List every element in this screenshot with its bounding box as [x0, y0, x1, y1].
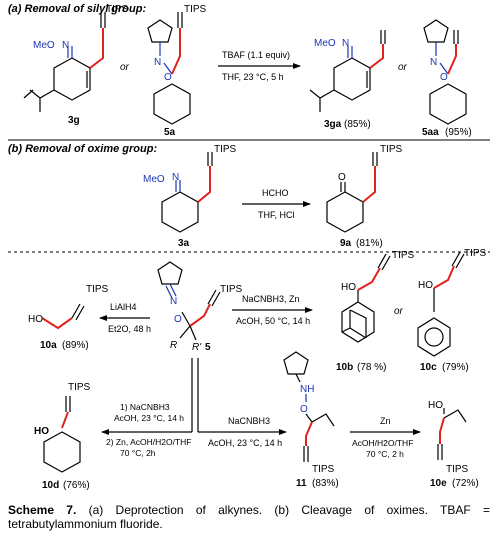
ho-label-10a: HO [28, 314, 43, 325]
or-label-a1: or [120, 62, 130, 73]
reagent-b: HCHO [262, 188, 289, 198]
yield-9a: (81%) [356, 238, 383, 249]
o-label-5a: O [164, 72, 172, 83]
n-label-3ga: N [342, 38, 349, 49]
tips-label-10a: TIPS [86, 284, 109, 295]
tips-label-3g: TIPS [106, 4, 129, 15]
tips-label-10b: TIPS [392, 250, 415, 261]
ho-label-10c: HO [418, 280, 433, 291]
n-label-3g: N [62, 40, 69, 51]
tips-label-11: TIPS [312, 464, 335, 475]
tips-label-10d: TIPS [68, 382, 91, 393]
compound-label-3a: 3a [178, 238, 190, 249]
compound-10b [341, 253, 391, 343]
compound-label-5aa: 5aa [422, 127, 439, 138]
compound-label-10b: 10b [336, 362, 353, 373]
conditions-zn-2: 70 °C, 2 h [366, 449, 404, 459]
reagent-lialh4: LiAlH4 [110, 302, 137, 312]
conditions-nacnbh3: AcOH, 23 °C, 14 h [208, 438, 282, 448]
n-label-3a: N [172, 172, 179, 183]
compound-3a [161, 152, 213, 233]
yield-10a: (89%) [62, 340, 89, 351]
o-label-5aa: O [440, 72, 448, 83]
o-label-5: O [174, 314, 182, 325]
tips-label-5a: TIPS [184, 4, 207, 15]
compound-5aa [423, 19, 467, 125]
yield-10d: (76%) [63, 480, 90, 491]
compound-label-5: 5 [205, 342, 211, 353]
conditions-zn: AcOH/H2O/THF [352, 438, 413, 448]
reagent-zn: Zn [380, 416, 391, 426]
compound-label-3g: 3g [68, 115, 80, 126]
o-label-11: O [300, 404, 308, 415]
compound-5 [157, 261, 221, 341]
reagent-a: TBAF (1.1 equiv) [222, 50, 290, 60]
conditions-twostep-1: AcOH, 23 °C, 14 h [114, 413, 184, 423]
ho-label-10d: HO [34, 426, 49, 437]
compound-5a [147, 12, 191, 125]
reagent-nacnbh3: NaCNBH3 [228, 416, 270, 426]
or-label-a2: or [398, 62, 408, 73]
conditions-a: THF, 23 °C, 5 h [222, 72, 284, 82]
compound-9a [326, 152, 378, 233]
conditions-lialh4: Et2O, 48 h [108, 324, 151, 334]
yield-3ga: (85%) [344, 119, 371, 130]
ho-label-10e: HO [428, 400, 443, 411]
caption-label: Scheme 7. [8, 503, 77, 517]
nh-label-11: NH [300, 384, 314, 395]
tips-label-10c: TIPS [464, 248, 487, 259]
n-label-5a: N [154, 57, 161, 68]
meo-label-3a: MeO [143, 174, 165, 185]
conditions-nacnbh3-zn: AcOH, 50 °C, 14 h [236, 316, 310, 326]
compound-label-10e: 10e [430, 478, 447, 489]
yield-10b: (78 %) [357, 362, 386, 373]
compound-10e [437, 408, 467, 460]
tips-label-10e: TIPS [446, 464, 469, 475]
n-label-5: N [170, 296, 177, 307]
yield-10c: (79%) [442, 362, 469, 373]
compound-label-3ga: 3ga [324, 119, 342, 130]
yield-10e: (72%) [452, 478, 479, 489]
section-b-title: (b) Removal of oxime group: [8, 143, 157, 155]
meo-label-3ga: MeO [314, 38, 336, 49]
n-label-5aa: N [430, 57, 437, 68]
or-label-lower: or [394, 306, 404, 317]
r-prime-label-5: R' [192, 342, 202, 353]
section-a-title: (a) Removal of silyl group: [8, 3, 146, 15]
compound-3g [23, 12, 106, 112]
compound-label-5a: 5a [164, 127, 176, 138]
tips-label-3a: TIPS [214, 144, 237, 155]
meo-label-3g: MeO [33, 40, 55, 51]
compound-11 [283, 351, 335, 462]
ho-label-10b: HO [341, 282, 356, 293]
compound-label-10a: 10a [40, 340, 57, 351]
reagent-twostep-2: 2) Zn, AcOH/H2O/THF [106, 437, 192, 447]
reaction-scheme: (a) Removal of silyl group: TIPS MeO N 3… [8, 3, 490, 491]
compound-10d [43, 396, 81, 473]
compound-label-10d: 10d [42, 480, 59, 491]
caption-text: (a) Deprotection of alkynes. (b) Cleavag… [8, 503, 490, 531]
r-label-5: R [170, 340, 177, 351]
reagent-twostep-1: 1) NaCNBH3 [120, 402, 170, 412]
yield-11: (83%) [312, 478, 339, 489]
compound-10a [41, 303, 85, 330]
compound-3ga [309, 30, 386, 112]
reagent-nacnbh3-zn: NaCNBH3, Zn [242, 294, 300, 304]
scheme-caption: Scheme 7. (a) Deprotection of alkynes. (… [8, 503, 490, 531]
o-label-9a: O [338, 172, 346, 183]
compound-label-11: 11 [296, 478, 307, 489]
tips-label-5: TIPS [220, 284, 243, 295]
yield-5aa: (95%) [445, 127, 472, 138]
conditions-twostep-2: 70 °C, 2h [120, 448, 156, 458]
conditions-b: THF, HCl [258, 210, 295, 220]
tips-label-9a: TIPS [380, 144, 403, 155]
compound-label-9a: 9a [340, 238, 352, 249]
compound-10c [417, 251, 465, 357]
compound-label-10c: 10c [420, 362, 437, 373]
